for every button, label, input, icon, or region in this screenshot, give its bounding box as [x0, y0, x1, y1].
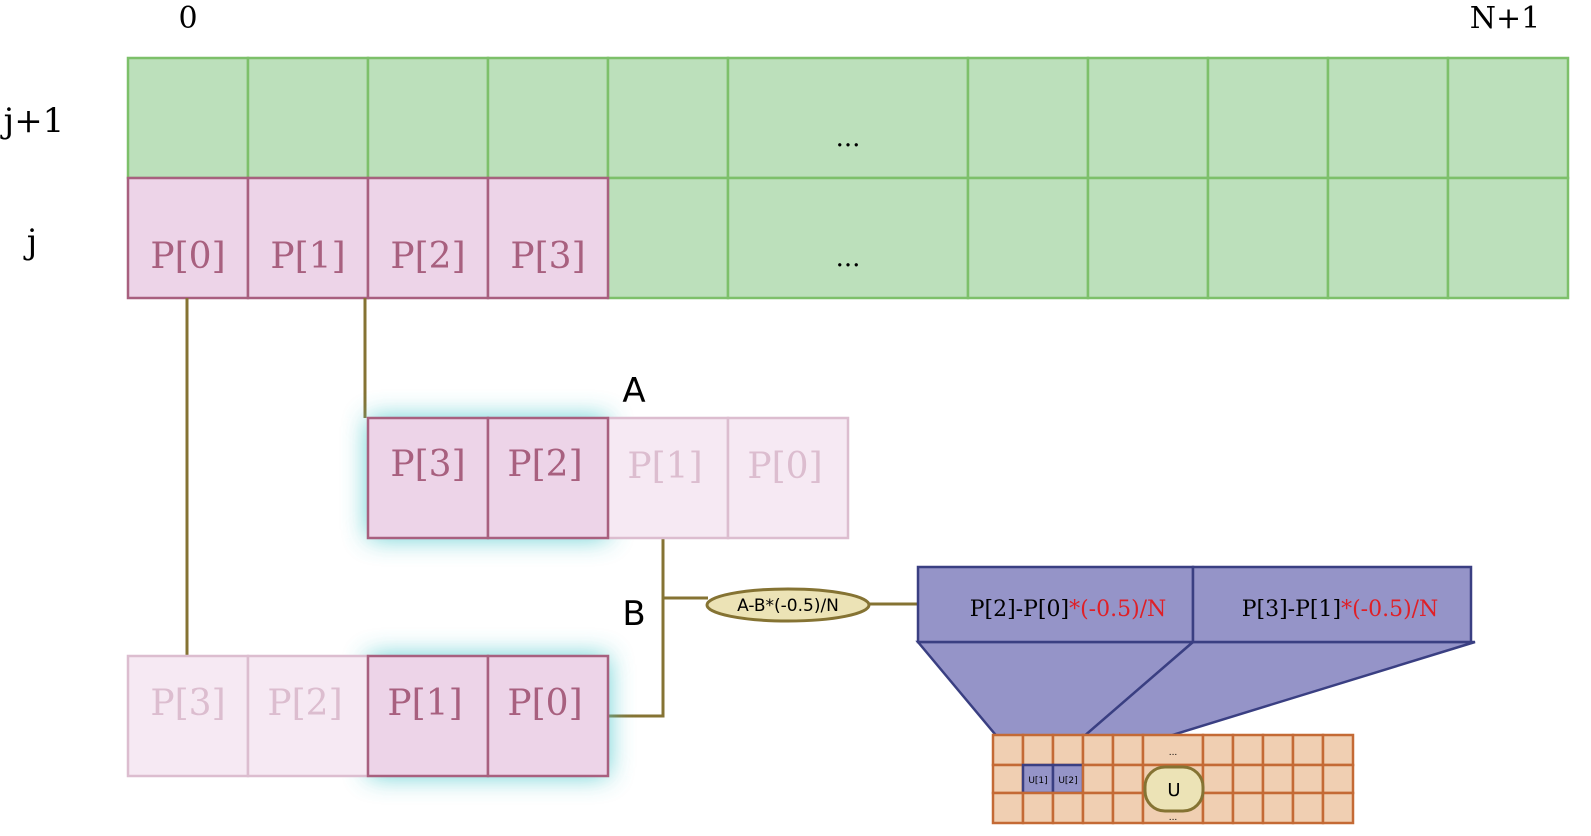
shift-b-array: P[3] P[2] P[1] P[0] B	[126, 594, 646, 778]
p-cell-label: P[0]	[150, 236, 225, 277]
grid-cell	[1206, 176, 1330, 300]
p-cell-faded	[726, 416, 850, 540]
p-cell-label-faded: P[3]	[150, 683, 225, 724]
grid-cell	[966, 56, 1090, 180]
u-cell	[1261, 791, 1295, 825]
p-cell-faded	[126, 654, 250, 778]
u-cell	[1051, 791, 1085, 825]
grid-cell	[1326, 56, 1450, 180]
p-cell-label-faded: P[1]	[627, 446, 702, 487]
p-cell-label: P[3]	[390, 444, 465, 485]
label-b: B	[622, 594, 645, 634]
u-cell	[1231, 763, 1265, 795]
grid-cell	[1446, 56, 1570, 180]
shift-a-array: P[3] P[2] P[1] P[0] A	[366, 371, 850, 540]
grid-row-j-plus-1	[126, 56, 1570, 180]
u-cell	[991, 791, 1025, 825]
u-cell	[1021, 733, 1055, 767]
u-cell	[991, 763, 1025, 795]
u-cell	[1111, 763, 1145, 795]
u-cell	[1081, 791, 1115, 825]
p-cell	[366, 654, 490, 778]
p-cell-faded	[246, 654, 370, 778]
u-cell	[1081, 733, 1115, 767]
row-top-label: j+1	[0, 101, 64, 141]
p-cell-label: P[2]	[507, 444, 582, 485]
formula-oval-shape	[705, 587, 871, 623]
col-start-label: 0	[178, 1, 197, 36]
result-cell	[916, 565, 1195, 644]
u1-label: U[1]	[1028, 776, 1047, 786]
p-cell	[246, 176, 370, 300]
u-cell	[1291, 791, 1325, 825]
result-cell-text: P[3]-P[1]*(-0.5)/N	[1242, 597, 1439, 622]
u-cell	[1201, 763, 1235, 795]
u-cell	[1291, 763, 1325, 795]
u-cell	[1201, 791, 1235, 825]
u-cell	[1111, 733, 1145, 767]
u2-label: U[2]	[1058, 776, 1077, 786]
p-cell-label: P[0]	[507, 683, 582, 724]
u-cell-wide	[1141, 733, 1205, 767]
u-oval-label: U	[1167, 780, 1180, 801]
u-oval	[1143, 765, 1205, 813]
formula-oval-text: A-B*(-0.5)/N	[737, 596, 839, 616]
u-cell	[1261, 733, 1295, 767]
p-cell-label: P[1]	[270, 236, 345, 277]
u-cell	[1321, 733, 1355, 767]
grid-cell	[966, 176, 1090, 300]
p-cell	[486, 416, 610, 540]
grid-cell	[1446, 176, 1570, 300]
u-dots-bottom: ...	[1169, 813, 1178, 823]
p-cell	[366, 176, 490, 300]
grid-cell	[1086, 56, 1210, 180]
u-cell	[1201, 733, 1235, 767]
grid-cell	[1086, 176, 1210, 300]
u-cell	[991, 733, 1025, 767]
grid-cell	[606, 176, 730, 300]
u-cell	[1231, 791, 1265, 825]
result-cell-text: P[2]-P[0]*(-0.5)/N	[970, 597, 1167, 622]
col-end-label: N+1	[1470, 1, 1540, 36]
grid-cell	[246, 56, 370, 180]
u-cell	[1231, 733, 1265, 767]
grid-cell-ellipsis	[726, 56, 970, 180]
p-cell	[366, 416, 490, 540]
grid-cell	[366, 56, 490, 180]
p-cell	[486, 654, 610, 778]
p-cell-label: P[3]	[510, 236, 585, 277]
grid-cell	[606, 56, 730, 180]
p-cell	[126, 176, 250, 300]
p-cell-label: P[2]	[390, 236, 465, 277]
row-j-p-cells: P[0] P[1] P[2] P[3]	[126, 176, 610, 300]
p-cell-label: P[1]	[387, 683, 462, 724]
grid-cell	[1326, 176, 1450, 300]
u-cell	[1291, 733, 1325, 767]
label-a: A	[622, 371, 645, 411]
ellipsis-bottom: ...	[836, 243, 861, 273]
result-cell	[1191, 565, 1473, 644]
p-cell-label-faded: P[2]	[267, 683, 342, 724]
u-cell	[1321, 763, 1355, 795]
ellipsis-top: ...	[836, 123, 861, 153]
result-boxes: P[2]-P[0]*(-0.5)/N P[3]-P[1]*(-0.5)/N	[915, 565, 1476, 766]
grid-cell	[1206, 56, 1330, 180]
grid-cell	[126, 56, 250, 180]
grid-cell-ellipsis	[726, 176, 970, 300]
u-cell	[1111, 791, 1145, 825]
row-bottom-label: j	[23, 222, 38, 262]
formula-oval: A-B*(-0.5)/N	[705, 587, 871, 623]
p-cell-label-faded: P[0]	[747, 446, 822, 487]
u-cell	[1051, 733, 1085, 767]
u-dots-top: ...	[1169, 748, 1178, 758]
p-cell	[486, 176, 610, 300]
u-cell	[1081, 763, 1115, 795]
u-cell	[1021, 791, 1055, 825]
u-cell	[1321, 791, 1355, 825]
u-cell	[1261, 763, 1295, 795]
grid-row-j	[606, 176, 1570, 300]
grid-cell	[486, 56, 610, 180]
